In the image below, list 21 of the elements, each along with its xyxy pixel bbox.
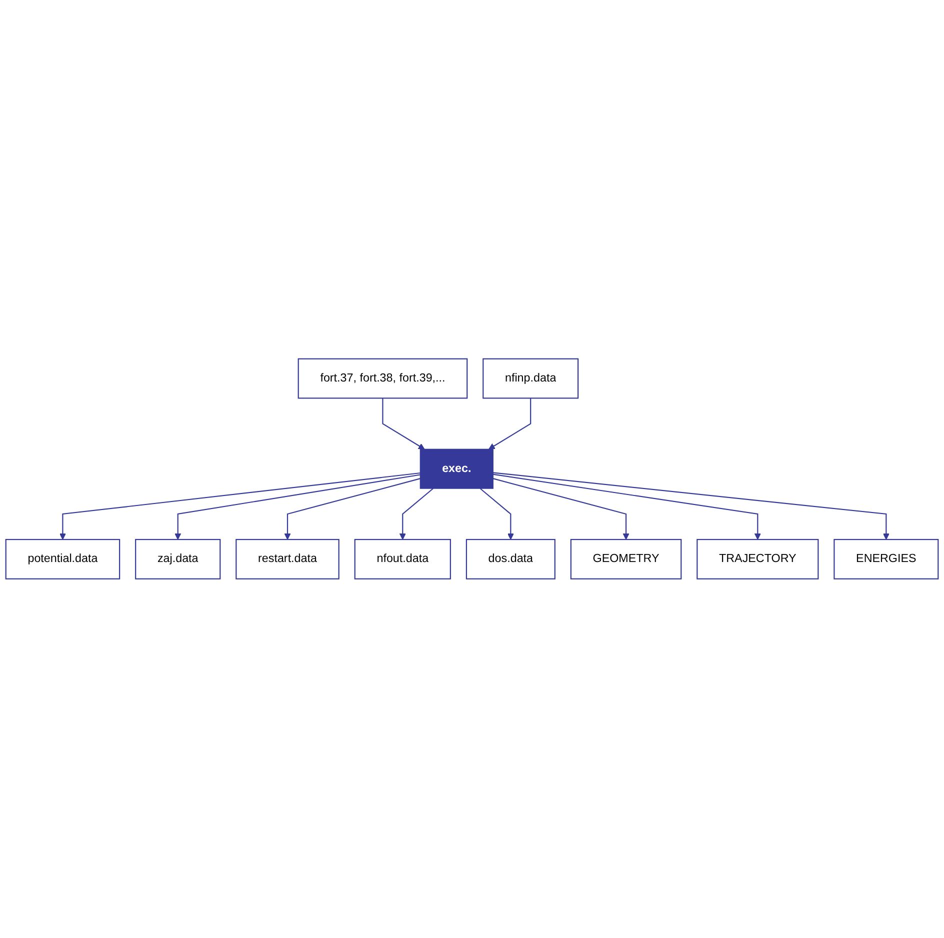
- node-box: nfout.data: [354, 539, 451, 580]
- arrow: [382, 398, 425, 450]
- node-box: nfinp.data: [482, 358, 579, 399]
- arrow: [399, 488, 434, 540]
- node-box: restart.data: [236, 539, 340, 580]
- node-box: GEOMETRY: [570, 539, 682, 580]
- arrow: [480, 488, 514, 540]
- arrow: [488, 398, 532, 450]
- arrow: [174, 474, 420, 540]
- arrow: [493, 472, 890, 540]
- arrow: [284, 478, 420, 540]
- node-box: dos.data: [466, 539, 556, 580]
- arrow: [493, 474, 761, 540]
- node-box: zaj.data: [135, 539, 221, 580]
- arrow: [60, 472, 420, 540]
- node-box: TRAJECTORY: [696, 539, 819, 580]
- node-box: exec.: [420, 448, 494, 490]
- node-box: potential.data: [5, 539, 120, 580]
- node-box: fort.37, fort.38, fort.39,...: [298, 358, 468, 399]
- node-box: ENERGIES: [834, 539, 939, 580]
- arrow: [492, 478, 630, 540]
